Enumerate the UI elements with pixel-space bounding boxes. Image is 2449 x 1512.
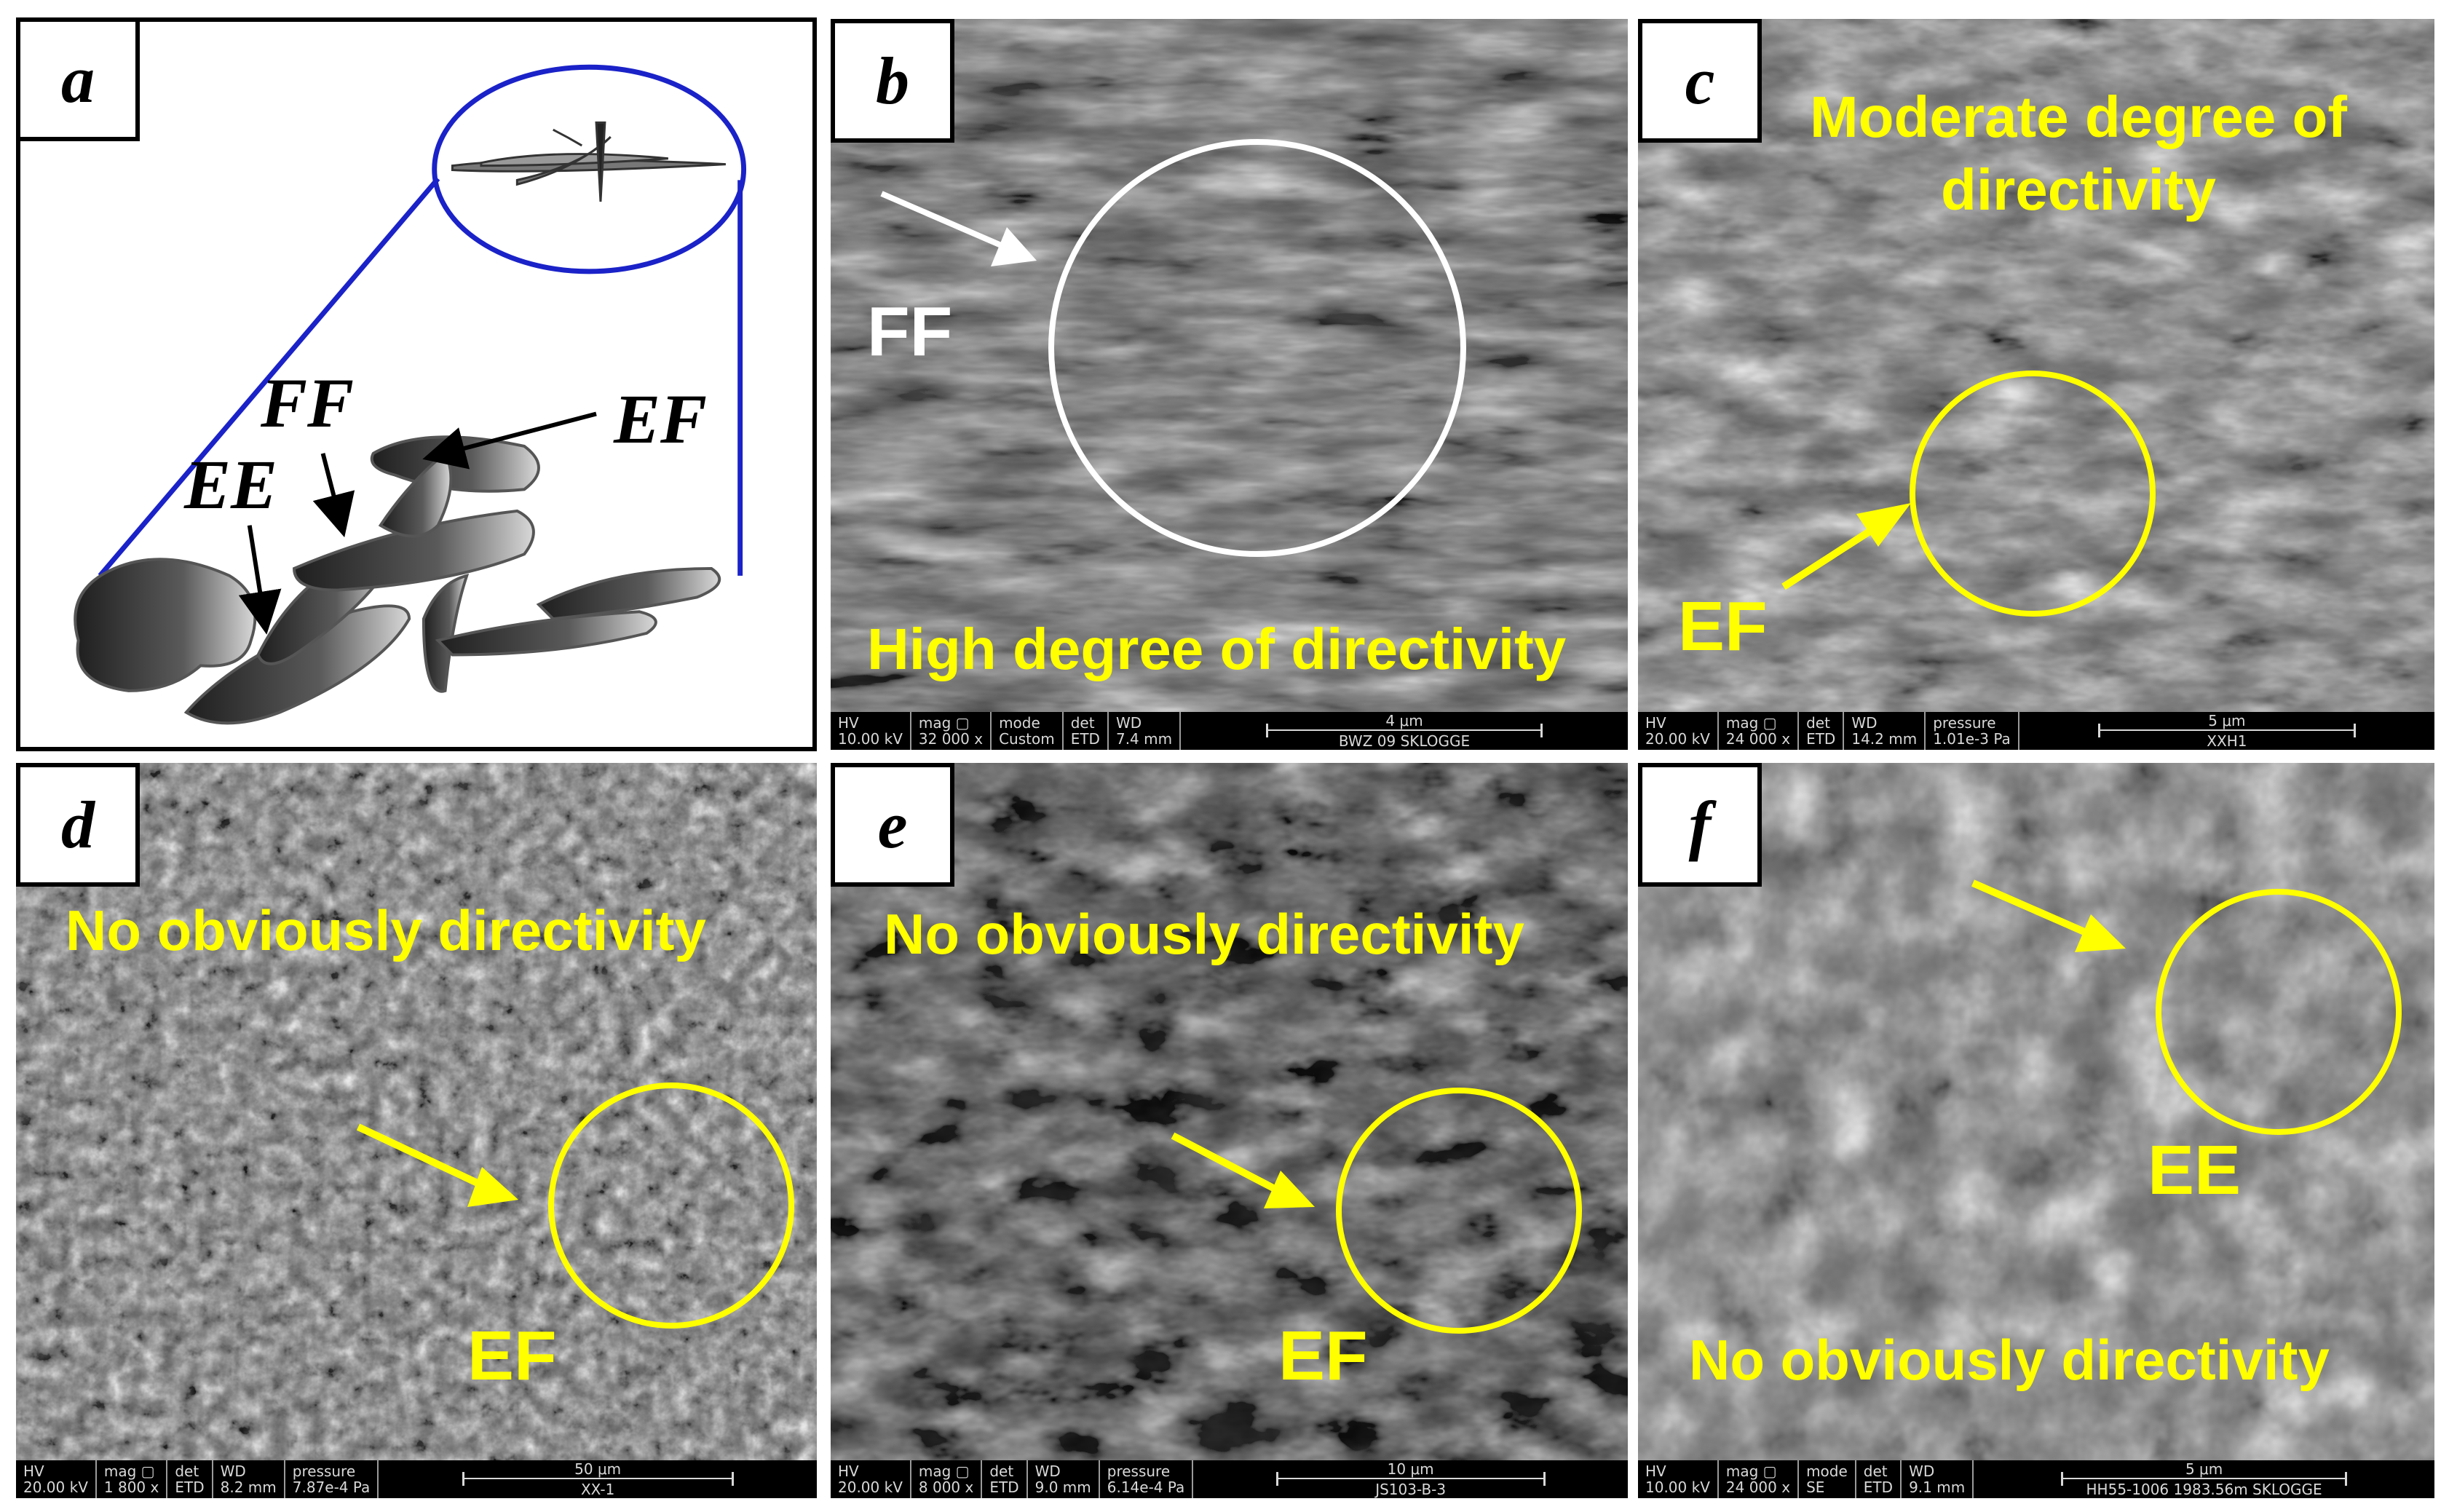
sample-id: XXH1 <box>2207 732 2247 750</box>
label-ef: EF <box>614 380 708 458</box>
scale-label: 4 μm <box>1385 712 1423 729</box>
panel-letter: f <box>1638 763 1762 887</box>
label-ee: EE <box>184 446 278 523</box>
scale-label: 50 μm <box>574 1460 622 1478</box>
panel-letter: c <box>1638 19 1762 143</box>
sample-id: BWZ 09 SKLOGGE <box>1338 732 1471 750</box>
panel-a: a FF EE EF <box>16 17 817 751</box>
label-ff: FF <box>867 293 953 371</box>
panel-letter: a <box>20 22 140 141</box>
sample-id: XX-1 <box>580 1481 615 1498</box>
label-ef: EF <box>467 1317 557 1395</box>
sample-id: JS103-B-3 <box>1375 1481 1447 1498</box>
scale-label: 5 μm <box>2185 1460 2223 1478</box>
caption: Moderate degree of directivity <box>1810 84 2347 222</box>
caption: No obviously directivity <box>1689 1328 2330 1392</box>
label-ef: EF <box>1278 1317 1368 1395</box>
sample-id: HH55-1006 1983.56m SKLOGGE <box>2086 1481 2322 1498</box>
scale-label: 10 μm <box>1387 1460 1434 1478</box>
panel-letter: e <box>831 763 954 887</box>
caption: No obviously directivity <box>66 898 706 962</box>
label-ff: FF <box>261 364 355 442</box>
caption: No obviously directivity <box>884 902 1524 966</box>
label-ee: EE <box>2148 1131 2242 1209</box>
clay-fabric-schematic <box>74 64 747 725</box>
panel-letter: b <box>831 19 954 143</box>
caption: High degree of directivity <box>867 617 1567 681</box>
label-ef: EF <box>1678 587 1768 665</box>
scale-label: 5 μm <box>2208 712 2246 729</box>
panel-letter: d <box>16 763 140 887</box>
